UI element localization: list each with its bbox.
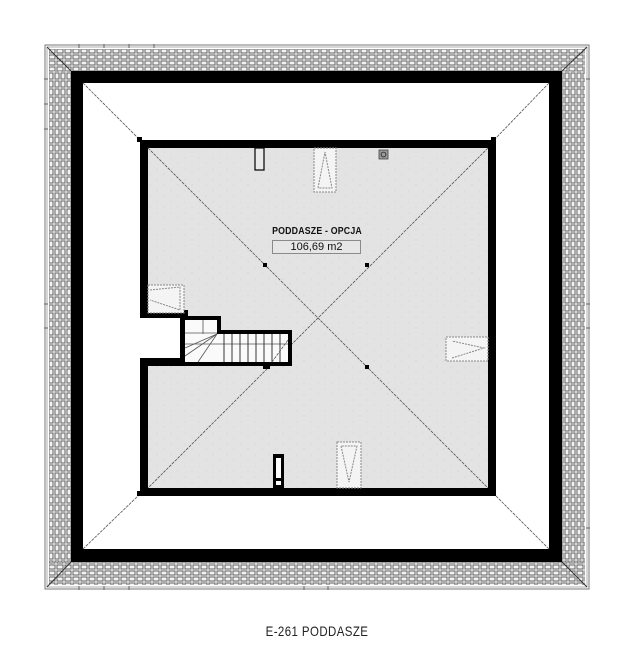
roof-window-right: [445, 336, 489, 362]
room-name-label: PODDASZE - OPCJA: [272, 226, 362, 237]
plan-caption: E-261 PODDASZE: [265, 623, 369, 639]
chimney-bottom: [273, 454, 284, 488]
ridge-lines: [147, 147, 489, 489]
roof-window-top: [313, 147, 337, 193]
roof-window-left: [147, 284, 185, 314]
ridge-points: [263, 263, 369, 369]
chimney-top: [254, 147, 265, 171]
hip-lines: [82, 82, 550, 550]
staircase: [180, 316, 292, 369]
ventilation-top: [378, 149, 389, 160]
room-area-label: 106,69 m2: [272, 240, 361, 254]
roof-window-bottom: [336, 441, 362, 489]
